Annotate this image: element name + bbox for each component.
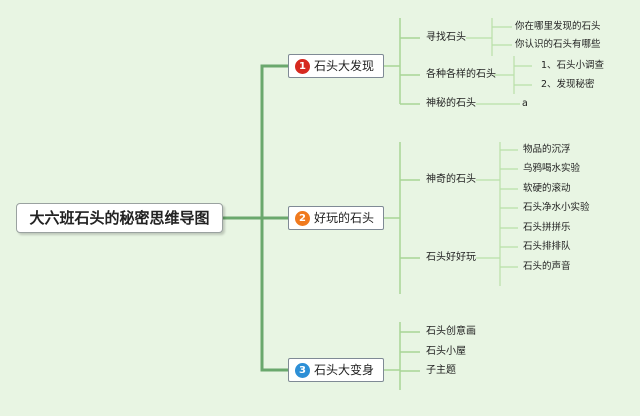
leaf-1-1-2[interactable]: 你认识的石头有哪些: [515, 39, 601, 50]
leaves-2-2: [476, 218, 518, 286]
leaf-2-1-4[interactable]: 石头净水小实验: [523, 202, 590, 213]
branch-node-3[interactable]: 3 石头大变身: [288, 358, 384, 382]
leaf-2-2-1[interactable]: 石头拼拼乐: [523, 222, 571, 233]
topic-2-1[interactable]: 神奇的石头: [426, 174, 476, 185]
branch-label-1: 石头大发现: [314, 59, 375, 73]
topic-3-2[interactable]: 石头小屋: [426, 346, 466, 357]
topic-1-3[interactable]: 神秘的石头: [426, 98, 476, 109]
leaf-1-3-1[interactable]: a: [522, 98, 528, 109]
branch-lines: [384, 18, 420, 390]
leaves-1-2: [494, 56, 532, 94]
root-node[interactable]: 大六班石头的秘密思维导图: [16, 203, 223, 233]
trunk-line-3: [260, 218, 288, 372]
trunk-lines: [223, 64, 288, 372]
topic-3-3[interactable]: 子主题: [426, 365, 456, 376]
leaf-2-1-2[interactable]: 乌鸦喝水实验: [523, 163, 581, 174]
leaf-2-2-3[interactable]: 石头的声音: [523, 261, 571, 272]
topic-1-2[interactable]: 各种各样的石头: [426, 69, 496, 80]
topic-1-1[interactable]: 寻找石头: [426, 32, 466, 43]
leaf-2-1-1[interactable]: 物品的沉浮: [523, 144, 571, 155]
branch-label-2: 好玩的石头: [314, 211, 375, 225]
leaf-1-2-2[interactable]: 2、发现秘密: [541, 79, 595, 90]
leaf-lines: [466, 18, 532, 286]
branch1-lines: [384, 18, 420, 105]
leaves-2-1: [476, 142, 518, 218]
leaf-2-1-3[interactable]: 软硬的滚动: [523, 183, 571, 194]
branch-node-1[interactable]: 1 石头大发现: [288, 54, 384, 78]
trunk-line-1: [223, 64, 288, 220]
leaves-1-1: [466, 18, 512, 56]
number-badge-1: 1: [295, 58, 310, 74]
leaf-1-1-1[interactable]: 你在哪里发现的石头: [515, 21, 601, 32]
number-badge-3: 3: [295, 362, 310, 378]
branch3-lines: [384, 322, 420, 390]
number-badge-2: 2: [295, 210, 310, 226]
topic-2-2[interactable]: 石头好好玩: [426, 252, 476, 263]
branch-label-3: 石头大变身: [314, 363, 375, 377]
leaf-2-2-2[interactable]: 石头排排队: [523, 241, 571, 252]
topic-3-1[interactable]: 石头创意画: [426, 326, 476, 337]
leaf-1-2-1[interactable]: 1、石头小调查: [541, 60, 605, 71]
branch-node-2[interactable]: 2 好玩的石头: [288, 206, 384, 230]
branch2-lines: [384, 142, 420, 294]
